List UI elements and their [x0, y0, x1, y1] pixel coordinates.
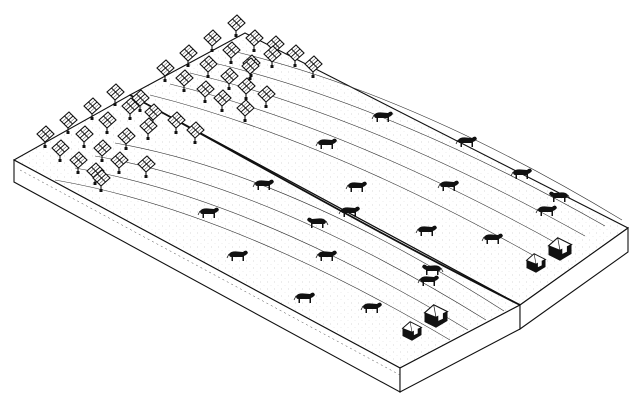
solar-panel — [228, 15, 245, 37]
